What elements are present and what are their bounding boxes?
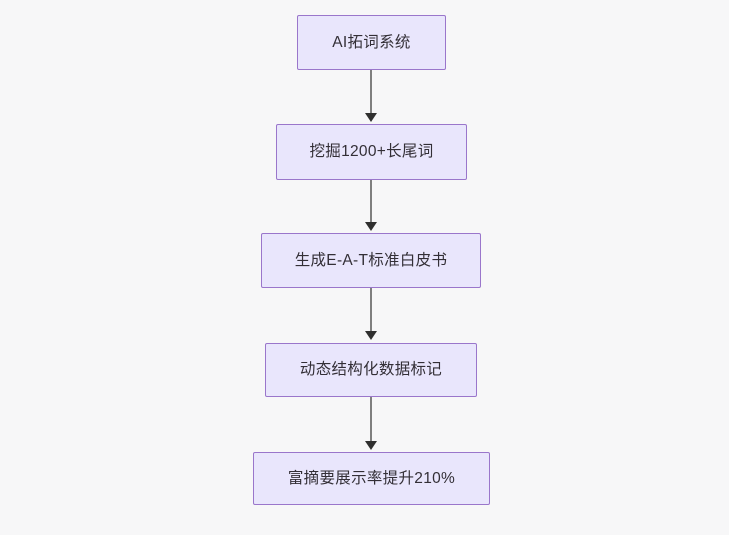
node-label: 生成E-A-T标准白皮书 (294, 251, 448, 269)
flowchart-node-rich-snippet-rate-increase[interactable]: 富摘要展示率提升210% (253, 452, 490, 505)
flowchart-edge-4 (370, 397, 372, 443)
node-label: 富摘要展示率提升210% (287, 469, 456, 487)
flowchart-node-ai-keyword-system[interactable]: AI拓词系统 (297, 15, 446, 70)
flowchart-node-generate-eat-whitepaper[interactable]: 生成E-A-T标准白皮书 (261, 233, 481, 288)
arrow-down-icon (365, 222, 377, 231)
arrow-down-icon (365, 441, 377, 450)
arrow-down-icon (365, 331, 377, 340)
flowchart-node-mine-longtail-keywords[interactable]: 挖掘1200+长尾词 (276, 124, 467, 180)
node-label: 挖掘1200+长尾词 (309, 143, 434, 161)
node-label: AI拓词系统 (332, 33, 411, 51)
flowchart-edge-3 (370, 288, 372, 334)
arrow-down-icon (365, 113, 377, 122)
flowchart-node-dynamic-structured-data-markup[interactable]: 动态结构化数据标记 (265, 343, 477, 397)
node-label: 动态结构化数据标记 (299, 361, 443, 379)
flowchart-edge-2 (370, 180, 372, 224)
flowchart-edge-1 (370, 70, 372, 116)
